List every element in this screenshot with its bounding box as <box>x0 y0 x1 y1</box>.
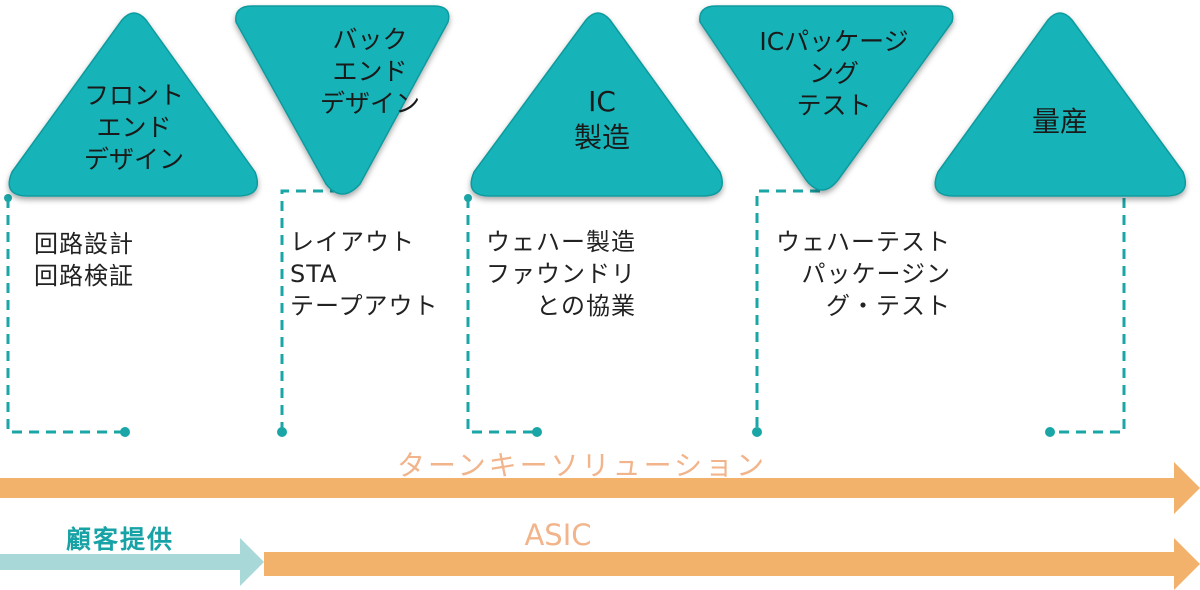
asic-label: ASIC <box>524 518 592 552</box>
stage-1-description-line: 回路設計 <box>34 230 134 258</box>
stage-3-connector-end-dot <box>532 427 542 437</box>
stage-2-connector <box>280 189 340 432</box>
stage-3-label-line: IC <box>588 85 616 118</box>
stage-3-label-line: 製造 <box>573 121 631 154</box>
stage-4-triangle <box>699 5 954 191</box>
stage-3-description-line: との協業 <box>536 292 636 320</box>
stage-4-description-line: パッケージン <box>801 260 951 288</box>
stage-4-description: ウェハーテスト パッケージン グ・テスト <box>776 226 951 322</box>
stage-1-connector <box>6 198 125 434</box>
stage-2-description-line: レイアウト <box>290 228 415 256</box>
stage-2-label-line: バック <box>332 25 408 54</box>
stage-1-label-line: エンド <box>96 113 172 142</box>
stage-1-description: 回路設計 回路検証 <box>34 228 134 292</box>
stage-4-description-line: グ・テスト <box>826 292 951 320</box>
stage-2-label-line: デザイン <box>319 89 421 118</box>
stage-2-triangle <box>235 5 450 195</box>
stage-3-connector-start-dot <box>464 194 472 202</box>
stage-2-label: バック エンド デザイン <box>320 24 420 120</box>
stage-5-label: 量産 <box>1032 104 1088 140</box>
stage-5-connector <box>1050 198 1126 434</box>
stage-4-description-line: ウェハーテスト <box>776 228 951 256</box>
stage-2-description-line: テープアウト <box>290 292 439 320</box>
stage-4-label-line: ICパッケージ <box>759 27 909 56</box>
stage-3-connector <box>466 198 537 434</box>
stage-1-label-line: デザイン <box>83 145 185 174</box>
stage-1-description-line: 回路検証 <box>34 262 134 290</box>
stage-3-label: IC 製造 <box>574 84 630 156</box>
stage-4-label-line: テスト <box>796 91 872 120</box>
customer-provided-label: 顧客提供 <box>65 525 175 554</box>
stage-4-label: ICパッケージ ング テスト <box>759 26 908 122</box>
stage-3-description: ウェハー製造 ファウンドリ との協業 <box>486 226 636 322</box>
stage-1-triangle <box>8 12 259 197</box>
customer-arrow <box>0 538 264 586</box>
turnkey-arrow <box>0 462 1200 514</box>
stage-5-connector-end-dot <box>1045 427 1055 437</box>
stage-2-label-line: エンド <box>332 57 408 86</box>
turnkey-label: ターンキーソリューション <box>396 449 768 482</box>
stage-5-triangle <box>934 12 1187 197</box>
stage-1-label-line: フロント <box>83 81 185 110</box>
stage-2-description: レイアウト STA テープアウト <box>290 226 439 322</box>
asic-arrow <box>264 538 1200 590</box>
stage-2-connector-end-dot <box>277 427 287 437</box>
stage-3-triangle <box>470 12 723 197</box>
stage-1-label: フロント エンド デザイン <box>84 80 184 176</box>
stage-3-description-line: ファウンドリ <box>486 260 636 288</box>
stage-5-label-line: 量産 <box>1031 105 1089 138</box>
stage-1-connector-end-dot <box>120 427 130 437</box>
stage-3-description-line: ウェハー製造 <box>486 228 636 256</box>
stage-1-connector-start-dot <box>4 194 12 202</box>
stage-4-label-line: ング <box>808 59 859 88</box>
stage-4-connector <box>755 189 820 432</box>
stage-4-connector-end-dot <box>752 427 762 437</box>
stage-2-description-line: STA <box>290 260 338 288</box>
